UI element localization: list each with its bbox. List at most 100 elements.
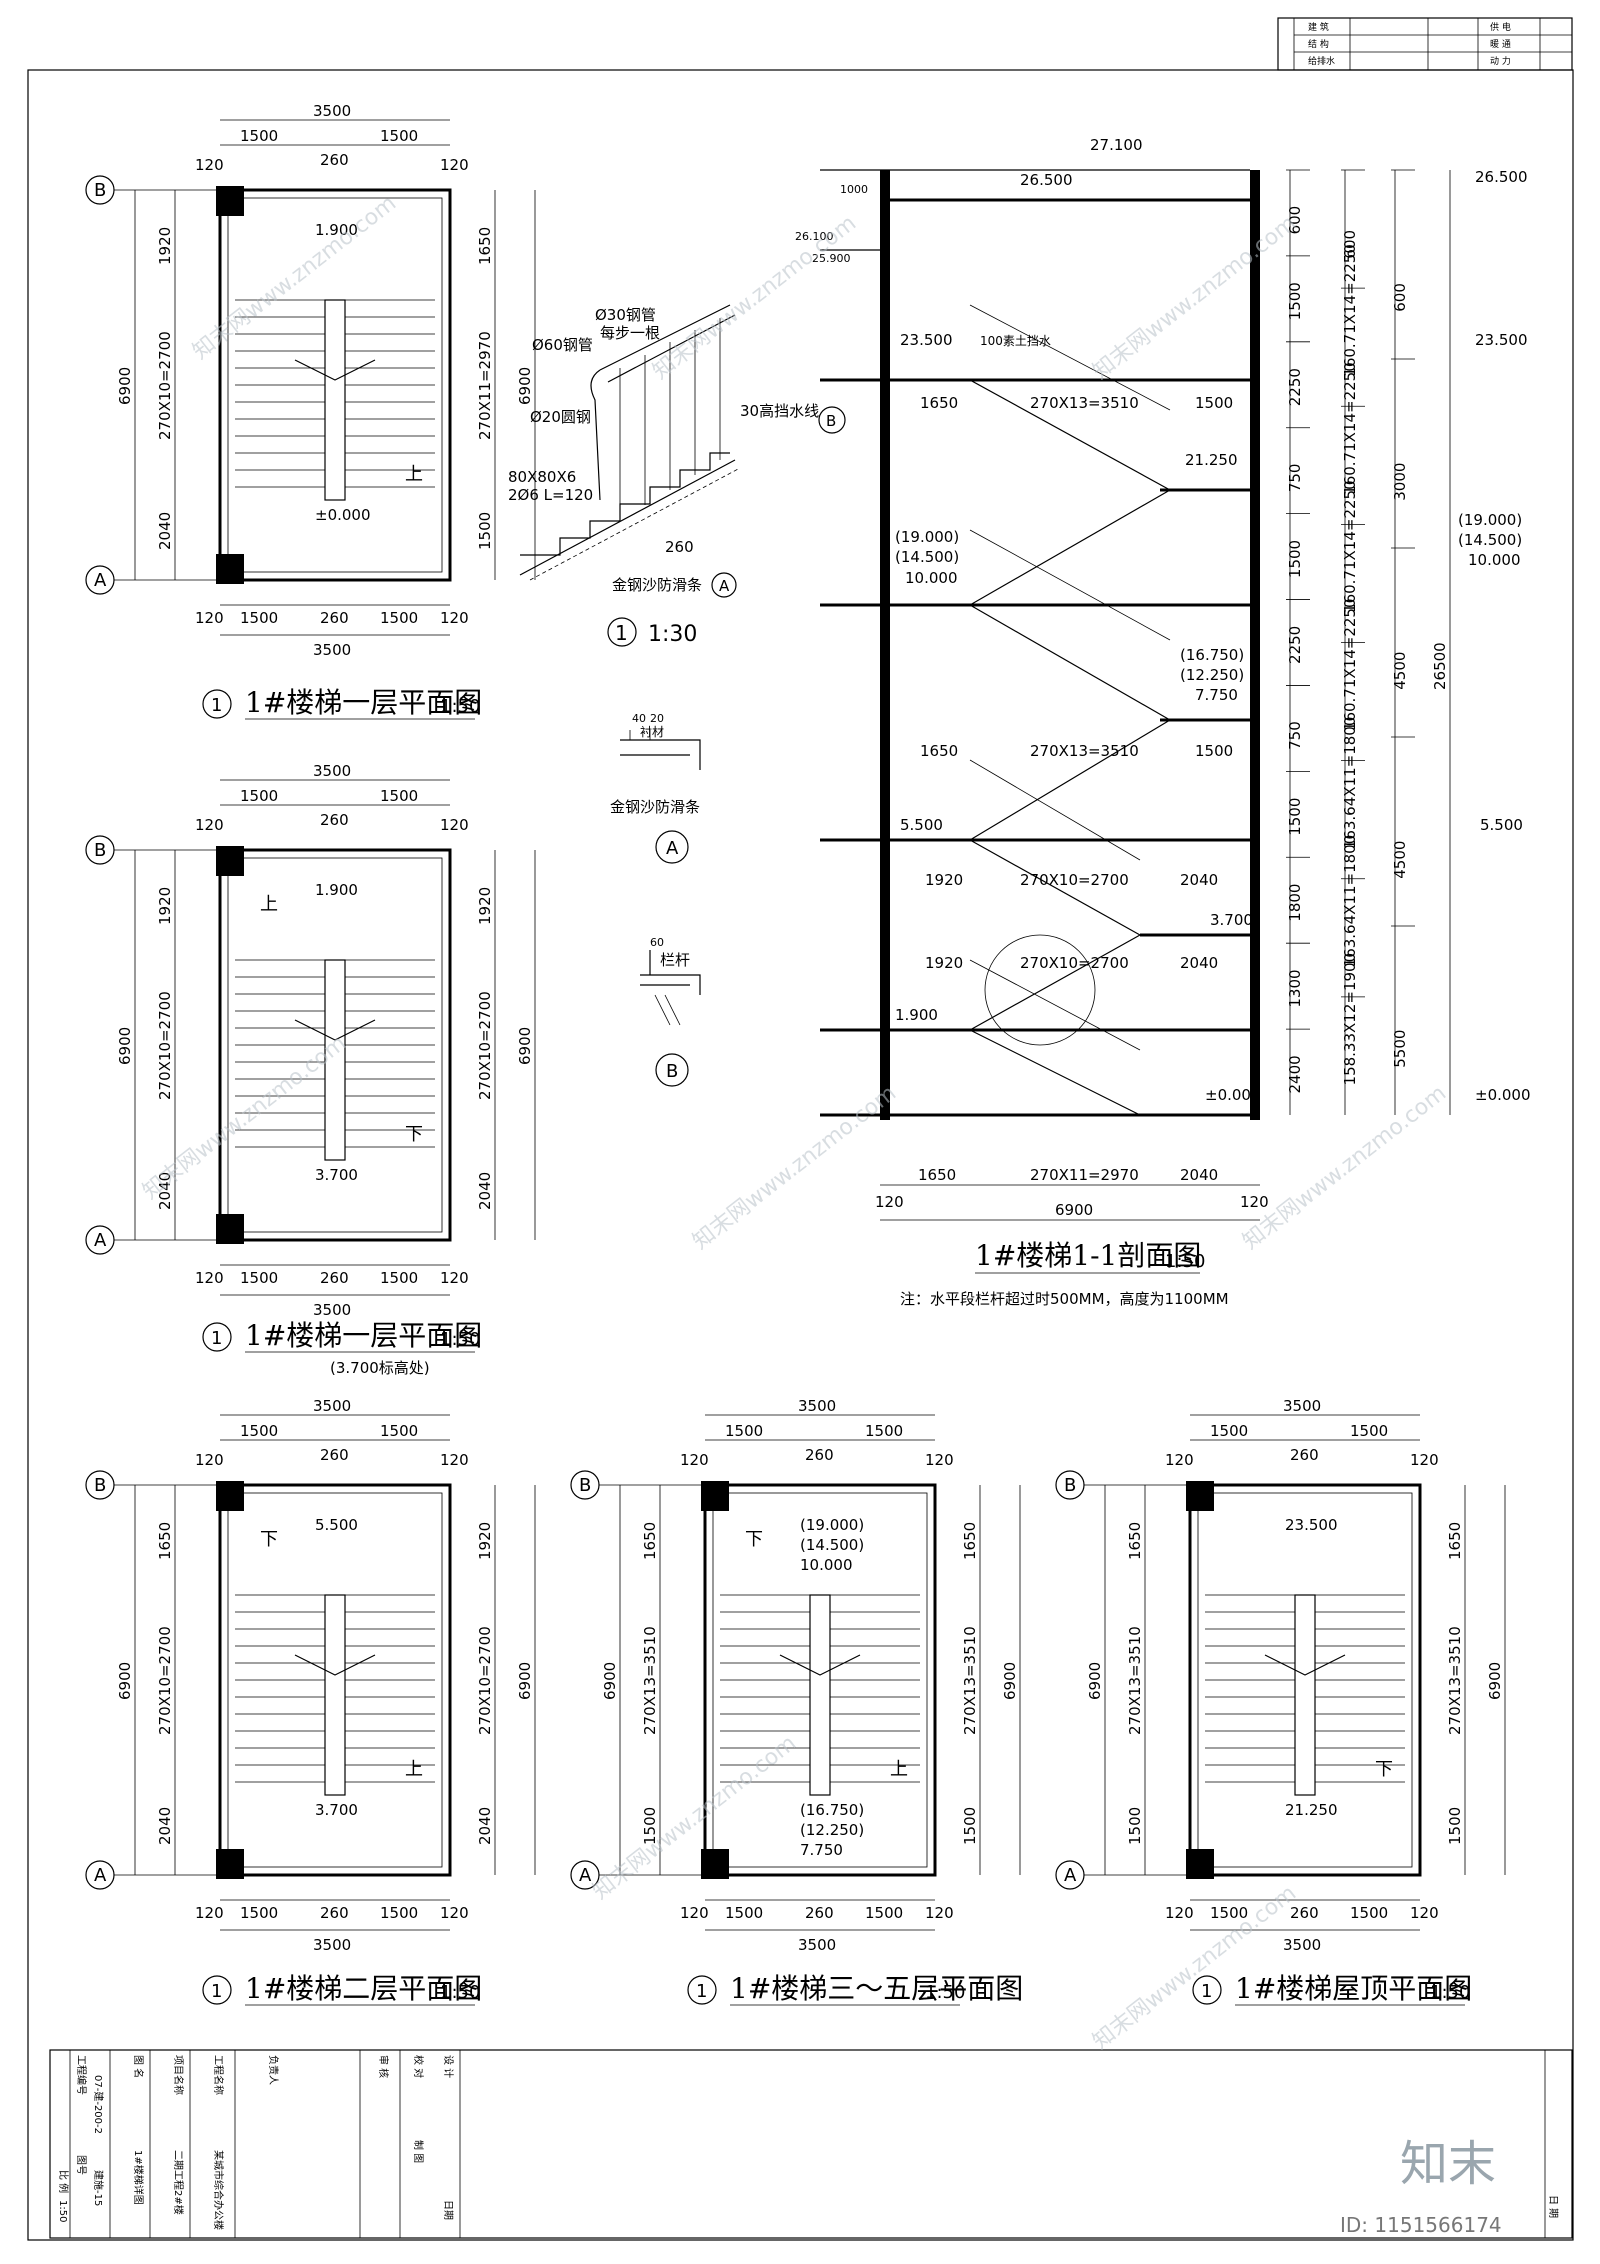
detail-b: 60 栏杆 B (640, 936, 701, 1087)
dim-part3-top: 1500 (380, 787, 418, 805)
dim-part1-bot: 1500 (240, 609, 278, 627)
level-0: (19.000) (800, 1516, 864, 1534)
sec-run2-a: 1650 (920, 742, 958, 760)
right-dim: 5500 (1391, 1030, 1409, 1068)
dim-part2-bot: 260 (320, 609, 349, 627)
dim-edge-top-l: 120 (195, 816, 224, 834)
axis-a: A (579, 1865, 592, 1886)
right-dim: 160.71X14=2250 (1341, 480, 1359, 613)
dim-part3-bot: 1500 (865, 1904, 903, 1922)
dim-left-3: 2040 (156, 1807, 174, 1845)
dim-edge-bot-r: 120 (925, 1904, 954, 1922)
sec-run1-b: 270X13=3510 (1030, 394, 1139, 412)
dim-edge-bot-r: 120 (440, 609, 469, 627)
detail-note-8: 金钢沙防滑条 (612, 576, 702, 594)
dim-edge-bot-l: 120 (195, 1904, 224, 1922)
dim-left-3: 2040 (156, 1172, 174, 1210)
level-1: ±0.000 (315, 506, 371, 524)
dim-part1-bot: 1500 (240, 1904, 278, 1922)
right-dim: 1800 (1286, 884, 1304, 922)
dim-edge-bot-l: 120 (195, 609, 224, 627)
axis-a: A (94, 1230, 107, 1251)
dim-total-top: 3500 (798, 1397, 836, 1415)
dim-part1-top: 1500 (725, 1422, 763, 1440)
dim-edge-top-l: 120 (680, 1451, 709, 1469)
sec-bottom-total: 6900 (1055, 1201, 1093, 1219)
sec-top-level-4: 25.900 (812, 252, 851, 265)
sec-bottom-edge-r: 120 (1240, 1193, 1269, 1211)
detail-note-7: 2Ø6 L=120 (508, 486, 593, 504)
dim-edge-top-l: 120 (1165, 1451, 1194, 1469)
level-0: 1.900 (315, 221, 358, 239)
dim-edge-top-r: 120 (440, 156, 469, 174)
plan-index: 1 (696, 1981, 707, 2002)
dim-left-1: 1650 (1126, 1522, 1144, 1560)
detail-index-circle (607, 617, 637, 647)
right-dim: 2250 (1286, 368, 1304, 406)
dim-part2-top: 260 (320, 811, 349, 829)
watermark-text-3: 知末网www.znzmo.com (1088, 211, 1301, 385)
dim-part1-bot: 1500 (725, 1904, 763, 1922)
level-1: (14.500) (800, 1536, 864, 1554)
dim-part1-top: 1500 (240, 1422, 278, 1440)
right-dim: 750 (1286, 721, 1304, 750)
right-dim: 2400 (1286, 1055, 1304, 1093)
level-0: 5.500 (315, 1516, 358, 1534)
sec-level-1900: 1.900 (895, 1006, 938, 1024)
sec-level-23500: 23.500 (900, 331, 953, 349)
detail-a-note: 金钢沙防滑条 (610, 798, 700, 816)
direction-1: 下 (745, 1529, 763, 1550)
dim-edge-top-r: 120 (440, 1451, 469, 1469)
dim-edge-top-r: 120 (440, 816, 469, 834)
detail-ref-circle (711, 572, 737, 598)
level-5: 7.750 (800, 1841, 843, 1859)
dim-part3-top: 1500 (380, 1422, 418, 1440)
detail-a-dim1: 40 (632, 712, 646, 725)
level-1: 3.700 (315, 1166, 358, 1184)
direction-0: 上 (890, 1759, 908, 1780)
sec-bottom-edge-l: 120 (875, 1193, 904, 1211)
stair-plans: 3500 1500 260 1500 120 120 120 1500 260 1500 120 35… (85, 102, 1506, 2006)
detail-b-label: B (666, 1061, 678, 1082)
plan-scale: 1:50 (440, 1329, 480, 1350)
sheet-border (27, 69, 1574, 2241)
dim-right-1: 1650 (1446, 1522, 1464, 1560)
dim-edge-bot-r: 120 (1410, 1904, 1439, 1922)
section-scale: 1:50 (1165, 1251, 1205, 1272)
sec-bottom-b: 270X11=2970 (1030, 1166, 1139, 1184)
detail-a-label: A (666, 838, 679, 859)
top-title-block: 建 筑 供 电 结 构 暖 通 给排水 动 力 (1277, 17, 1573, 71)
sec-level-14500: (14.500) (895, 548, 959, 566)
detail-b-circle (655, 1053, 689, 1087)
dim-left-1: 1650 (156, 1522, 174, 1560)
sec-bottom-a: 1650 (918, 1166, 956, 1184)
dim-part1-top: 1500 (1210, 1422, 1248, 1440)
sec-right-level-3: (19.000) (1458, 511, 1522, 529)
tb-r1c1: 建 筑 (1308, 21, 1329, 33)
dim-edge-top-l: 120 (195, 1451, 224, 1469)
level-1: 3.700 (315, 1801, 358, 1819)
sec-bottom-c: 2040 (1180, 1166, 1218, 1184)
tb-r3c1: 给排水 (1308, 55, 1335, 67)
direction-1: 上 (260, 894, 278, 915)
axis-a: A (94, 1865, 107, 1886)
direction-1: 下 (260, 1529, 278, 1550)
sec-run3-c: 2040 (1180, 871, 1218, 889)
sec-run2-b: 270X13=3510 (1030, 742, 1139, 760)
plan-title: 1#楼梯屋顶平面图 (1235, 1972, 1472, 2005)
dim-overall-right: 6900 (516, 367, 534, 405)
sec-level-3700: 3.700 (1210, 911, 1253, 929)
dim-part3-top: 1500 (1350, 1422, 1388, 1440)
dim-part2-top: 260 (1290, 1446, 1319, 1464)
level-1: 21.250 (1285, 1801, 1338, 1819)
dim-right-2: 270X13=3510 (1446, 1626, 1464, 1735)
dim-edge-bot-r: 120 (440, 1904, 469, 1922)
dim-part1-bot: 1500 (1210, 1904, 1248, 1922)
plan-title: 1#楼梯二层平面图 (245, 1972, 482, 2005)
sec-run2-c: 1500 (1195, 742, 1233, 760)
dim-overall-right: 6900 (516, 1662, 534, 1700)
direction-0: 下 (405, 1124, 423, 1145)
dim-total-bot: 3500 (313, 1936, 351, 1954)
sec-run1-a: 1650 (920, 394, 958, 412)
tb-extra-5: 制 图 (412, 2140, 425, 2163)
